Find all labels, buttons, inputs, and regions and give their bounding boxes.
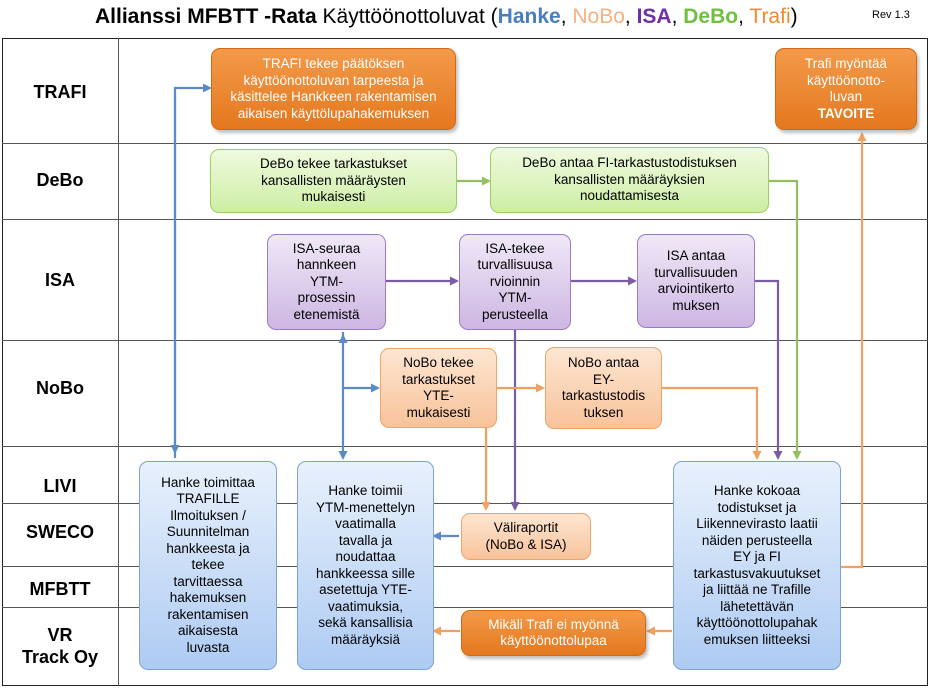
box-nobo-inspect: NoBo tekee tarkastukset YTE- mukaisesti	[380, 348, 497, 428]
lane-label-debo: DeBo	[36, 170, 84, 190]
lane-header-divider	[118, 38, 119, 686]
title-prefix: Allianssi MFBTT -Rata	[95, 5, 317, 28]
lane-label-nobo: NoBo	[36, 378, 84, 398]
lane-label-trafi: TRAFI	[33, 82, 87, 102]
title-isa: ISA	[636, 5, 672, 28]
arrow-nobo-hanke	[662, 386, 762, 460]
lane-label-vr-track: VR Track Oy	[21, 625, 99, 667]
box-isa-follow: ISA-seuraa hannkeen YTM- prosessin etene…	[267, 234, 386, 330]
lane-divider	[2, 340, 928, 341]
arrow-isa-hanke-collect	[755, 279, 783, 460]
box-debo-inspect: DeBo tekee tarkastukset kansallisten mää…	[210, 149, 457, 213]
title-debo: DeBo	[683, 5, 739, 28]
swimlane-frame	[2, 38, 928, 686]
diagram-title: Allianssi MFBTT -Rata Käyttöönottoluvat …	[95, 4, 798, 30]
arrow-hanke-grant	[841, 132, 867, 569]
title-main: Käyttöönottoluvat (	[316, 5, 498, 28]
box-trafi-deny: Mikäli Trafi ei myönnä käyttöönottolupaa	[461, 610, 646, 656]
lane-divider	[2, 607, 928, 608]
box-hanke-deliver: Hanke toimittaa TRAFILLE Ilmoituksen / S…	[139, 461, 277, 670]
box-hanke-act: Hanke toimii YTM-menettelyn vaatimalla t…	[297, 461, 434, 670]
box-trafi-grant-text: Trafi myöntää käyttöönotto- luvan	[804, 56, 888, 104]
title-nobo: NoBo	[572, 5, 625, 28]
title-hanke: Hanke	[497, 5, 561, 28]
lane-label-sweco: SWECO	[25, 522, 94, 542]
box-trafi-decision: TRAFI tekee päätöksen käyttöönottoluvan …	[211, 48, 456, 130]
revision-label: Rev 1.3	[872, 9, 910, 21]
box-nobo-certify: NoBo antaa EY- tarkastustodis tuksen	[545, 347, 662, 429]
box-trafi-grant: Trafi myöntää käyttöönotto- luvan TAVOIT…	[775, 48, 917, 130]
box-trafi-goal: TAVOITE	[817, 105, 875, 121]
title-sep1: ,	[560, 5, 573, 28]
box-debo-certify: DeBo antaa FI-tarkastustodistuksen kansa…	[490, 147, 769, 213]
title-trafi: Trafi	[749, 5, 791, 28]
lane-label-mfbtt: MFBTT	[29, 579, 91, 599]
box-hanke-collect: Hanke kokoaa todistukset ja Liikennevira…	[673, 461, 841, 670]
title-sep4: ,	[738, 5, 750, 28]
lane-label-livi: LIVI	[43, 476, 77, 496]
lane-divider	[2, 503, 928, 504]
lane-divider	[2, 446, 928, 447]
arrow-hanke-trafi	[173, 83, 212, 458]
arrow-debo-hanke	[769, 179, 802, 460]
lane-divider	[2, 566, 928, 567]
lane-divider	[2, 219, 928, 220]
box-interim-reports: Väliraportit (NoBo & ISA)	[461, 513, 591, 560]
box-isa-assess: ISA antaa turvallisuuden arviointikerto …	[637, 234, 755, 328]
title-sep3: ,	[671, 5, 684, 28]
lane-divider	[2, 143, 928, 144]
lane-label-isa: ISA	[44, 270, 75, 290]
title-suffix: )	[790, 5, 798, 28]
title-sep2: ,	[624, 5, 637, 28]
box-isa-review: ISA-tekee turvallisuusa rvioinnin YTM- p…	[459, 234, 571, 330]
